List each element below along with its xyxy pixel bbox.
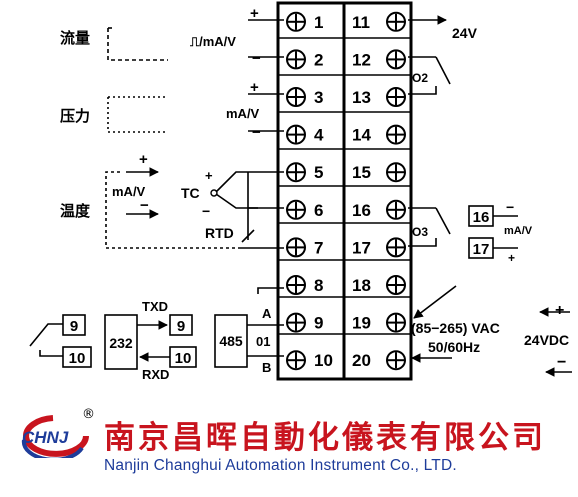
terminal-13: 13 [352, 88, 371, 107]
analog-out-plus: + [508, 251, 515, 265]
temperature-input: 温度 + mA/V − TC + − RTD [60, 151, 284, 249]
terminal-6: 6 [314, 201, 323, 220]
terminal-18: 18 [352, 276, 371, 295]
terminal-14: 14 [352, 126, 371, 145]
terminal-9: 9 [314, 314, 323, 333]
company-name-en: Nanjin Changhui Automation Instrument Co… [104, 457, 457, 474]
comm-rs232: 232 TXD RXD 9 10 [104, 299, 197, 382]
tc-plus-sign: + [205, 168, 213, 183]
terminal-8-stub [257, 287, 284, 294]
rs232-9: 9 [177, 318, 185, 335]
flow-input: 流量 ⎍/mA/V + − [60, 5, 284, 67]
pressure-input: 压力 mA/V + − [60, 79, 284, 141]
registered-mark: ® [82, 407, 95, 422]
company-name-cn: 南京昌晖自動化儀表有限公司 [104, 420, 546, 456]
terminal-8: 8 [314, 276, 323, 295]
terminal-block [276, 1, 413, 381]
power-frequency: 50/60Hz [428, 339, 480, 355]
left-terminals: 1 2 3 4 5 6 7 8 9 10 [286, 11, 333, 371]
tc-label: TC [181, 185, 200, 201]
terminal-12: 12 [352, 50, 371, 69]
analog-output: 16 17 − mA/V + [468, 199, 533, 265]
analog-out-unit: mA/V [504, 225, 533, 237]
rs232-10: 10 [175, 350, 192, 367]
company-footer: CHNJ ® 南京昌晖自動化儀表有限公司 Nanjin Changhui Aut… [0, 402, 578, 497]
output-24v: 24V [408, 15, 478, 41]
power-dc-plus: + [555, 302, 564, 319]
analog-out-16: 16 [473, 209, 490, 226]
terminal-15: 15 [352, 163, 371, 182]
analog-out-17: 17 [473, 241, 490, 258]
rs232-label: 232 [109, 335, 133, 351]
relay-o3-label: O3 [412, 225, 428, 239]
pressure-ma-v-label: mA/V [226, 106, 260, 121]
rs485-label: 485 [219, 333, 243, 349]
terminal-17: 17 [352, 238, 371, 257]
temperature-label: 温度 [60, 202, 91, 220]
terminal-5: 5 [314, 163, 323, 182]
logo-text: CHNJ [22, 428, 69, 447]
power-ac-range: (85−265) VAC [411, 320, 500, 336]
terminal-20: 20 [352, 351, 371, 370]
comm-left-10: 10 [69, 350, 86, 367]
comm-rs485: 485 A 01 B [214, 306, 284, 375]
terminal-10: 10 [314, 351, 333, 370]
terminal-1: 1 [314, 13, 323, 32]
minus-sign-t4: − [252, 124, 261, 141]
rxd-label: RXD [142, 367, 169, 382]
comm-left-9: 9 [70, 318, 78, 335]
terminal-16: 16 [352, 201, 371, 220]
output-24v-label: 24V [452, 25, 478, 41]
terminal-4: 4 [314, 126, 324, 145]
chnj-logo-icon: CHNJ [21, 415, 89, 458]
relay-o2 [408, 56, 451, 95]
plus-sign-t1: + [250, 5, 259, 22]
terminal-19: 19 [352, 314, 371, 333]
minus-sign-temp: − [140, 197, 149, 214]
rs485-b: B [262, 360, 271, 375]
pulse-ma-v-label: ⎍/mA/V [190, 34, 236, 49]
rs485-o1: 01 [256, 334, 270, 349]
power-supply: (85−265) VAC 50/60Hz 24VDC + − [411, 285, 572, 377]
terminal-3: 3 [314, 88, 323, 107]
minus-sign-t2: − [252, 50, 261, 67]
terminal-2: 2 [314, 50, 323, 69]
comm-left-relay: 9 10 [29, 314, 92, 368]
relay-o3 [408, 207, 451, 247]
tc-minus-sign: − [202, 203, 210, 219]
temp-ma-v-label: mA/V [112, 184, 146, 199]
terminal-11: 11 [352, 13, 370, 32]
plus-sign-t3: + [250, 79, 259, 96]
txd-label: TXD [142, 299, 168, 314]
relay-o2-label: O2 [412, 71, 428, 85]
power-dc-minus: − [557, 354, 566, 371]
plus-sign-temp: + [139, 151, 148, 168]
terminal-7: 7 [314, 238, 323, 257]
rtd-label: RTD [205, 225, 234, 241]
rs485-a: A [262, 306, 272, 321]
analog-out-minus: − [506, 199, 514, 215]
pressure-label: 压力 [60, 107, 90, 125]
power-dc-label: 24VDC [524, 332, 569, 348]
right-terminals: 11 12 13 14 15 16 17 18 19 20 [352, 11, 406, 371]
flow-label: 流量 [60, 29, 90, 47]
